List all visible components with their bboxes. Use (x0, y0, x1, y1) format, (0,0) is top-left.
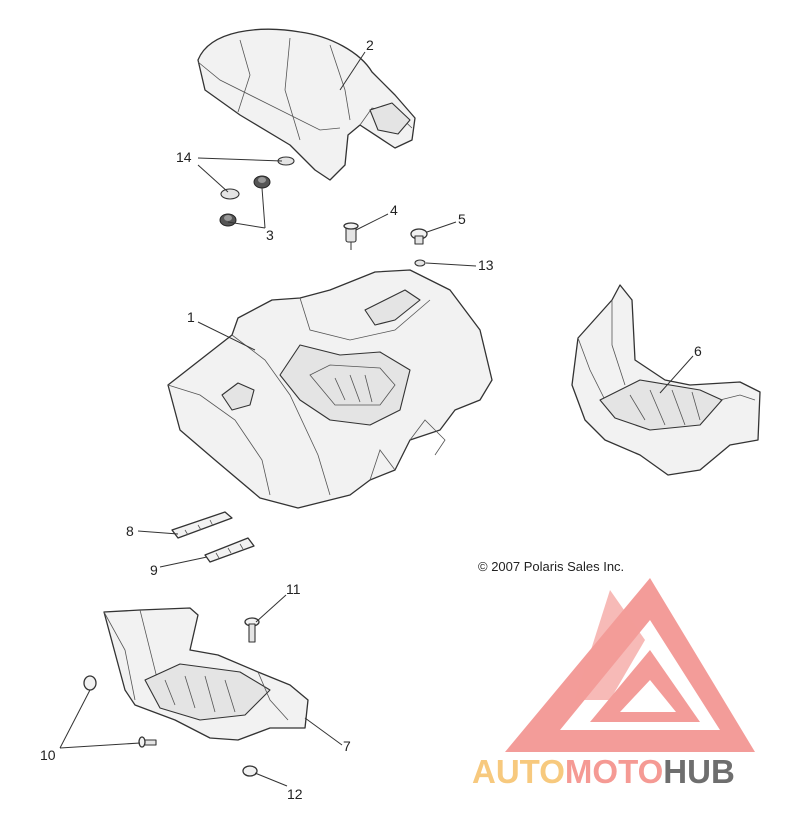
watermark-triangle-left (575, 590, 645, 700)
part-screw-11 (244, 617, 260, 643)
label-part-13: 13 (478, 257, 494, 273)
part-fastener-10b (138, 736, 157, 748)
part-strip-8 (171, 511, 233, 539)
part-strip-9 (204, 537, 255, 563)
part-nut-3a (253, 175, 271, 189)
label-part-7: 7 (343, 738, 351, 754)
label-part-14: 14 (176, 149, 192, 165)
label-part-4: 4 (390, 202, 398, 218)
part-nut-12 (242, 765, 258, 777)
watermark-auto: AUTO (472, 753, 565, 790)
label-part-8: 8 (126, 523, 134, 539)
watermark-text: AUTOMOTOHUB (472, 753, 735, 790)
leader-lines (59, 51, 694, 787)
part-right-footwell (571, 284, 761, 476)
label-part-2: 2 (366, 37, 374, 53)
label-part-6: 6 (694, 343, 702, 359)
part-washer-13 (414, 259, 426, 267)
label-part-11: 11 (286, 581, 301, 597)
part-seat (197, 28, 416, 181)
label-part-12: 12 (287, 786, 303, 802)
watermark-triangle-hole (620, 680, 676, 712)
part-pin-4 (343, 222, 359, 250)
label-part-9: 9 (150, 562, 158, 578)
label-part-5: 5 (458, 211, 466, 227)
label-part-1: 1 (187, 309, 195, 325)
watermark-moto: MOTO (565, 753, 663, 790)
label-part-10: 10 (40, 747, 56, 763)
part-fastener-10a (83, 675, 97, 691)
part-rear-fender (167, 269, 493, 509)
part-rivet-5 (410, 228, 428, 245)
watermark-logo (505, 578, 755, 752)
watermark-hub: HUB (663, 753, 735, 790)
part-nut-3b (219, 213, 237, 227)
part-washer-14b (220, 188, 240, 200)
label-part-3: 3 (266, 227, 274, 243)
part-left-footwell (103, 607, 309, 741)
copyright-text: © 2007 Polaris Sales Inc. (478, 559, 624, 574)
